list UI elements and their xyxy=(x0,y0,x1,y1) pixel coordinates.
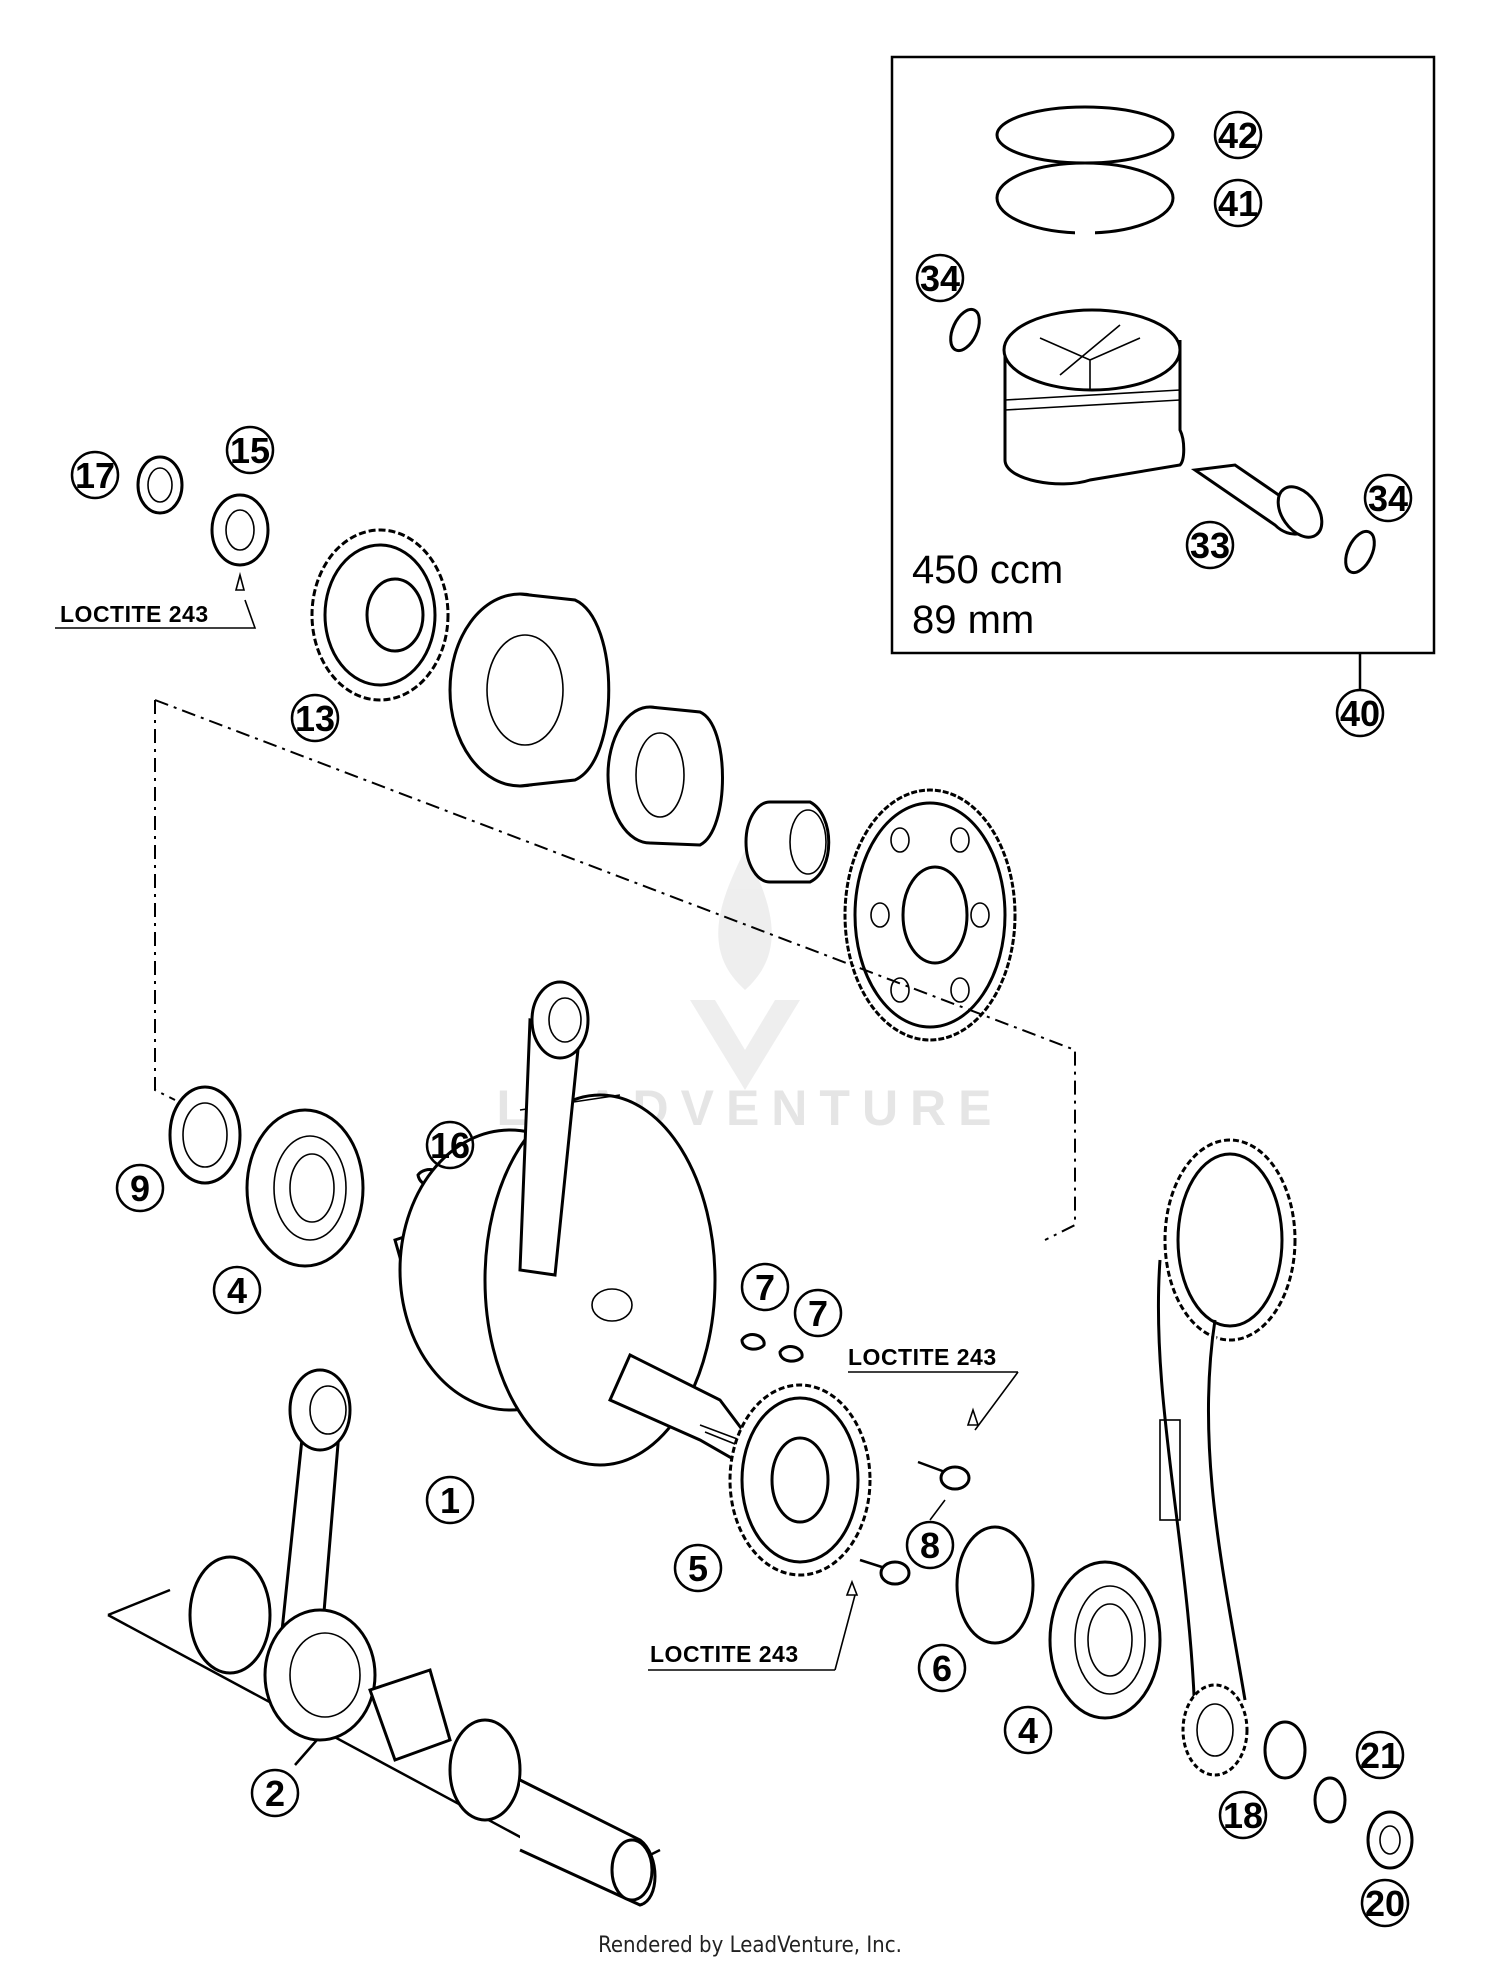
callout-16: 16 xyxy=(425,1120,475,1170)
svg-text:4: 4 xyxy=(227,1270,247,1311)
svg-text:15: 15 xyxy=(230,430,270,471)
needle-bearing xyxy=(744,800,831,884)
svg-text:9: 9 xyxy=(130,1168,150,1209)
callouts: 1 2 4 4 5 6 7 7 8 9 13 15 16 17 18 20 21… xyxy=(70,110,1413,1928)
loctite-label-mid: LOCTITE 243 xyxy=(848,1344,997,1370)
keys-7 xyxy=(740,1333,804,1363)
seal-17 xyxy=(136,455,184,515)
footer-credit: Rendered by LeadVenture, Inc. xyxy=(598,1933,902,1958)
svg-text:8: 8 xyxy=(920,1525,940,1566)
callout-40: 40 xyxy=(1335,688,1385,738)
callout-42: 42 xyxy=(1213,110,1263,160)
svg-text:18: 18 xyxy=(1223,1795,1263,1836)
svg-text:34: 34 xyxy=(1368,478,1408,519)
callout-8: 8 xyxy=(905,1520,955,1570)
svg-text:41: 41 xyxy=(1218,183,1258,224)
crankshaft xyxy=(393,980,752,1467)
svg-text:7: 7 xyxy=(755,1267,775,1308)
loctite-label-low: LOCTITE 243 xyxy=(650,1641,799,1667)
circlip-34-left xyxy=(949,307,981,353)
svg-text:7: 7 xyxy=(808,1293,828,1334)
callout-9: 9 xyxy=(115,1163,165,1213)
callout-17: 17 xyxy=(70,450,120,500)
circlip-18 xyxy=(1263,1720,1307,1780)
piston-ring-41 xyxy=(995,161,1175,235)
seal-9 xyxy=(168,1085,242,1185)
svg-text:17: 17 xyxy=(75,455,115,496)
svg-text:20: 20 xyxy=(1365,1883,1405,1924)
bearing-4-left xyxy=(245,1108,365,1268)
callout-41: 41 xyxy=(1213,178,1263,228)
loctite-label-top: LOCTITE 243 xyxy=(60,601,209,627)
nut-15 xyxy=(210,493,270,591)
conrod-kit xyxy=(188,1368,657,1907)
callout-34a: 34 xyxy=(915,253,965,303)
svg-text:33: 33 xyxy=(1190,525,1230,566)
loctite-note-top: LOCTITE 243 xyxy=(55,599,257,629)
svg-text:16: 16 xyxy=(430,1125,470,1166)
svg-text:6: 6 xyxy=(932,1648,952,1689)
callout-13: 13 xyxy=(290,693,340,743)
freewheel-bearing xyxy=(606,705,724,847)
callout-7a: 7 xyxy=(740,1262,790,1312)
callout-1: 1 xyxy=(425,1475,475,1525)
callout-18: 18 xyxy=(1218,1790,1268,1840)
piston-bore: 89 mm xyxy=(912,598,1034,642)
circlip-34-right xyxy=(1344,529,1376,575)
callout-6: 6 xyxy=(917,1643,967,1693)
bearing-4-right xyxy=(1048,1560,1162,1720)
callout-20: 20 xyxy=(1360,1878,1410,1928)
callout-5: 5 xyxy=(673,1543,723,1593)
piston xyxy=(1002,308,1186,486)
piston-pin xyxy=(1190,463,1324,539)
shim-6 xyxy=(955,1525,1035,1645)
svg-text:5: 5 xyxy=(688,1548,708,1589)
svg-text:40: 40 xyxy=(1340,693,1380,734)
svg-text:4: 4 xyxy=(1018,1710,1038,1751)
callout-34b: 34 xyxy=(1363,473,1413,523)
starter-gear xyxy=(843,788,1017,1042)
bolts-8 xyxy=(859,1460,971,1586)
callout-33: 33 xyxy=(1185,520,1235,570)
svg-text:1: 1 xyxy=(440,1480,460,1521)
callout-4-right: 4 xyxy=(1003,1705,1053,1755)
loctite-note-low: LOCTITE 243 xyxy=(648,1579,859,1671)
timing-chain-and-sprocket xyxy=(1156,1138,1297,1777)
nut-20 xyxy=(1366,1810,1414,1870)
callout-2: 2 xyxy=(250,1768,300,1818)
svg-text:21: 21 xyxy=(1360,1735,1400,1776)
flywheel-rotor xyxy=(448,592,611,788)
callout-7b: 7 xyxy=(793,1288,843,1338)
loctite-note-right: LOCTITE 243 xyxy=(848,1344,1019,1431)
gear-5 xyxy=(728,1383,872,1577)
svg-text:13: 13 xyxy=(295,698,335,739)
gear-13 xyxy=(310,528,450,702)
svg-text:34: 34 xyxy=(920,258,960,299)
washer-21 xyxy=(1313,1776,1347,1824)
piston-ring-42 xyxy=(995,105,1175,165)
piston-displacement: 450 ccm xyxy=(912,548,1063,592)
callout-21: 21 xyxy=(1355,1730,1405,1780)
callout-15: 15 xyxy=(225,425,275,475)
piston-kit-box: 450 ccm 89 mm xyxy=(890,55,1436,690)
svg-text:42: 42 xyxy=(1218,115,1258,156)
callout-4-left: 4 xyxy=(212,1265,262,1315)
svg-text:2: 2 xyxy=(265,1773,285,1814)
